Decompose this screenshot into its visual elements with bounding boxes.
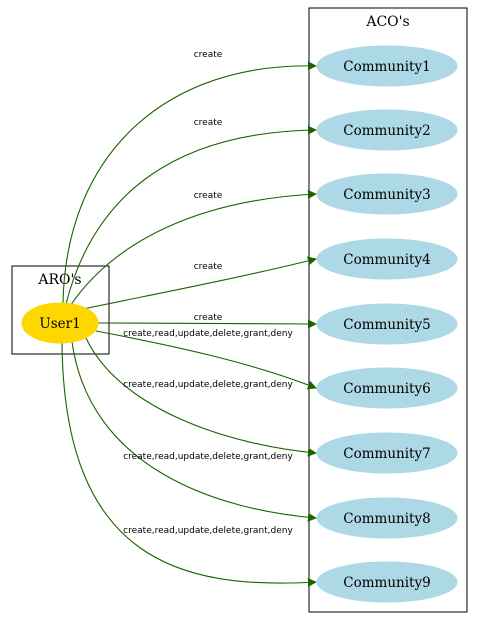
aro-cluster-title: ARO's <box>37 272 81 288</box>
edge-user1-to-community1 <box>62 61 317 304</box>
community-node-label: Community3 <box>343 187 430 203</box>
community-node-4: Community4 <box>316 238 458 280</box>
edge-user1-to-community4 <box>77 256 317 311</box>
edge-label-community6: create,read,update,delete,grant,deny <box>123 329 293 339</box>
community-node-label: Community7 <box>343 446 430 462</box>
edge-user1-to-community7 <box>85 337 317 457</box>
community-node-label: Community4 <box>343 252 430 268</box>
edge-user1-to-community2 <box>65 125 317 305</box>
community-node-label: Community9 <box>343 575 430 591</box>
edge-label-community4: create <box>194 262 223 272</box>
edge-layer: create create create create create create,rea… <box>61 50 317 587</box>
community-node-layer: Community1Community2Community3Community4… <box>316 45 458 603</box>
aco-cluster-title: ACO's <box>365 14 409 30</box>
community-node-shape <box>316 109 458 151</box>
edge-user1-to-community9 <box>61 342 317 587</box>
community-node-8: Community8 <box>316 497 458 539</box>
community-node-shape <box>316 561 458 603</box>
community-node-shape <box>316 367 458 409</box>
edge-label-community7: create,read,update,delete,grant,deny <box>123 380 293 390</box>
community-node-5: Community5 <box>316 303 458 345</box>
community-node-1: Community1 <box>316 45 458 87</box>
community-node-shape <box>316 238 458 280</box>
community-node-6: Community6 <box>316 367 458 409</box>
edge-user1-to-community5 <box>97 319 317 329</box>
edge-label-community1: create <box>194 50 223 60</box>
community-node-label: Community6 <box>343 381 430 397</box>
community-node-label: Community8 <box>343 511 430 527</box>
aco-cluster: ACO's <box>308 7 468 613</box>
edge-user1-to-community3 <box>69 189 317 307</box>
aro-cluster: ARO's <box>11 265 110 355</box>
user-node-shape <box>21 302 99 344</box>
user-node-label: User1 <box>39 316 80 332</box>
edge-label-community5: create <box>194 313 223 323</box>
community-node-shape <box>316 173 458 215</box>
user-node: User1 <box>21 302 99 344</box>
community-node-shape <box>316 497 458 539</box>
edge-user1-to-community6 <box>95 330 317 390</box>
aco-cluster-border <box>308 7 468 613</box>
community-node-label: Community5 <box>343 317 430 333</box>
community-node-shape <box>316 303 458 345</box>
aro-cluster-border <box>11 265 110 355</box>
edge-label-community3: create <box>194 191 223 201</box>
community-node-3: Community3 <box>316 173 458 215</box>
edge-label-community9: create,read,update,delete,grant,deny <box>123 526 293 536</box>
community-node-shape <box>316 45 458 87</box>
edge-label-community2: create <box>194 118 223 128</box>
community-node-shape <box>316 432 458 474</box>
community-node-9: Community9 <box>316 561 458 603</box>
community-node-label: Community2 <box>343 123 430 139</box>
community-node-7: Community7 <box>316 432 458 474</box>
community-node-2: Community2 <box>316 109 458 151</box>
edge-label-community8: create,read,update,delete,grant,deny <box>123 452 293 462</box>
community-node-label: Community1 <box>343 59 430 75</box>
edge-user1-to-community8 <box>71 341 317 522</box>
